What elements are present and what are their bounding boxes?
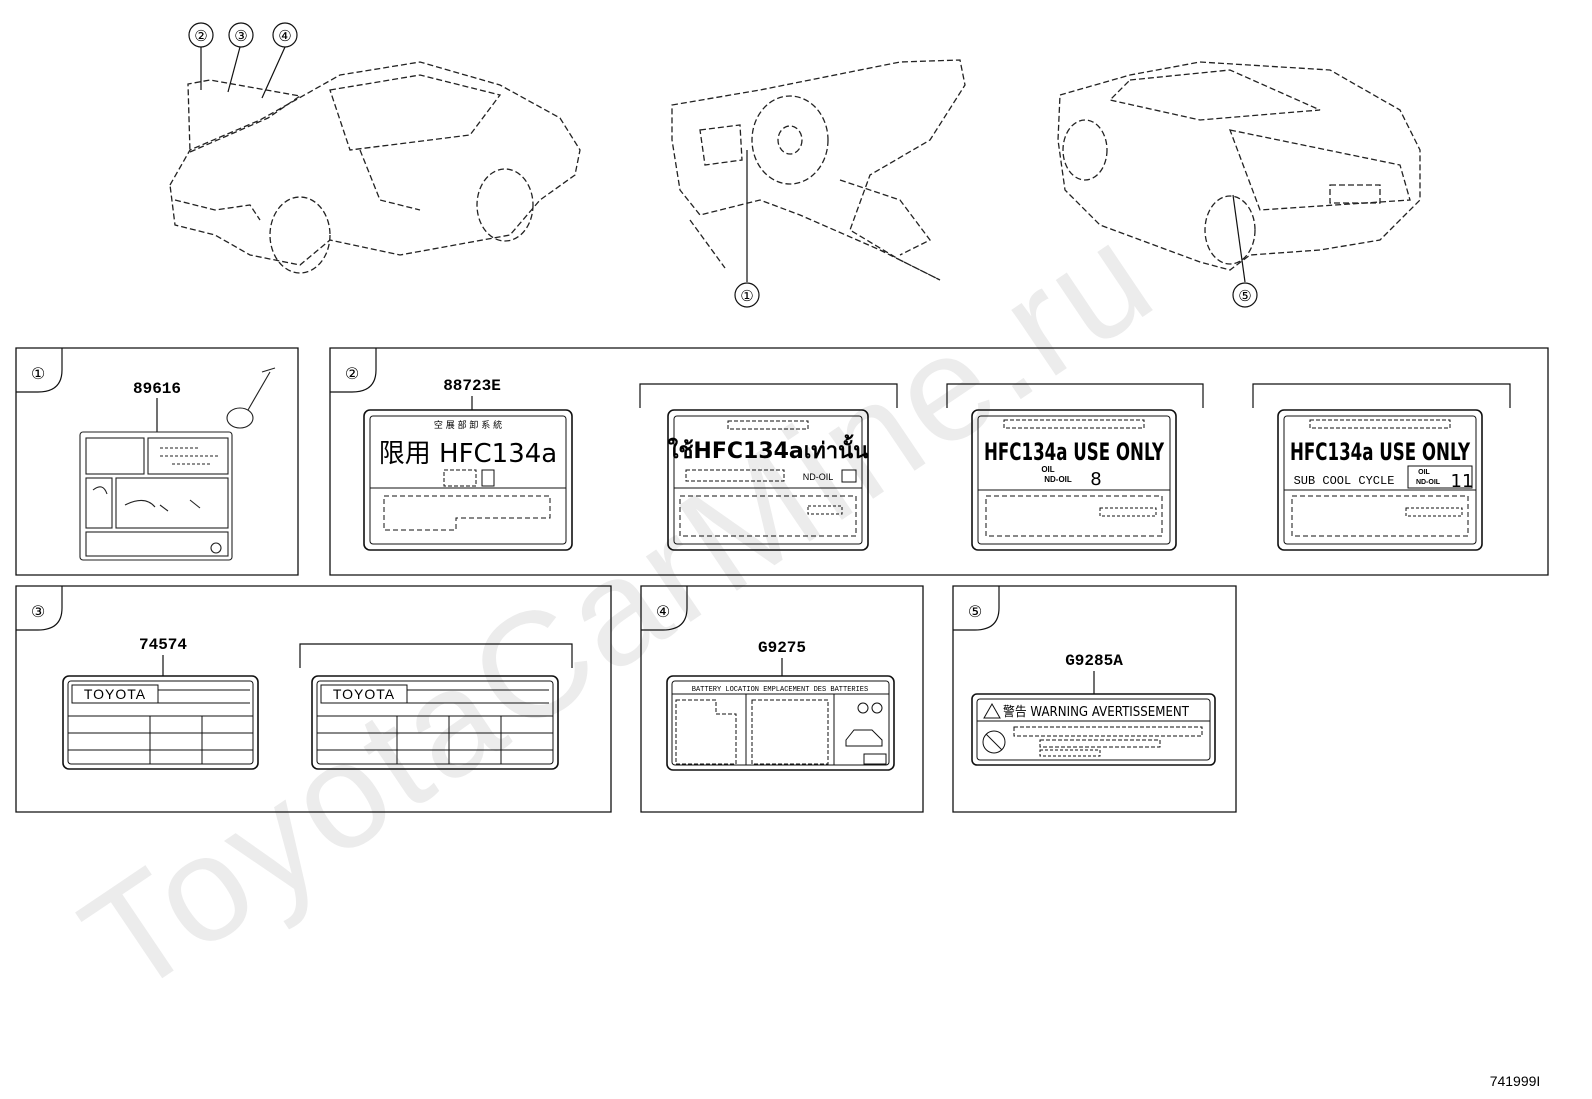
label-74574-b [311,675,559,770]
label-d-cycle-text: SUB COOL CYCLE [1294,474,1395,488]
callout-4-marker: ④ [272,22,298,48]
callout-leader-car-rear [1232,194,1246,283]
panel-1-index: ① [31,364,45,383]
panel-2: ② 88723E 空 展 部 卸 系 統 限用 HFC134a ใช้HFC13… [329,347,1549,576]
panel-5-index: ⑤ [968,602,982,621]
part-number-89616: 89616 [133,380,181,398]
label-a-main-text: 限用 HFC134a [379,439,557,469]
panel-3: ③ 74574 TOYOTA TOYOTA [15,585,612,813]
label-c-oil-number: 8 [1090,469,1101,490]
label-c-ndoil-text: ND-OIL [1044,475,1072,484]
label-74574-a [62,675,259,770]
part-number-88723E: 88723E [443,377,501,395]
label-d-oil-number: 11 [1451,471,1474,492]
part-number-G9285A: G9285A [1065,652,1123,670]
panel-2-index: ② [345,364,359,383]
callout-3-label: ③ [234,27,247,45]
callout-5-marker: ⑤ [1232,282,1258,308]
callout-leaders-car-front [200,46,286,99]
bracket-lines [639,383,1511,408]
part-number-G9275: G9275 [758,639,806,657]
panel-3-index: ③ [31,602,45,621]
callout-3-marker: ③ [228,22,254,48]
label-c-oil-text: OIL [1041,465,1054,474]
label-hfc134a-oil-8: HFC134a USE ONLY OIL ND-OIL 8 [971,409,1177,551]
label-hfc134a-subcool-11: HFC134a USE ONLY SUB COOL CYCLE OIL ND-O… [1277,409,1483,551]
label-88723E: 空 展 部 卸 系 統 限用 HFC134a [363,409,573,551]
label-c-main-text: HFC134a USE ONLY [984,438,1164,466]
top-callouts: ② ③ ④ ① ⑤ [188,22,1258,308]
label-g9275-drawing [666,675,895,771]
car-rear-view-illustration [1057,61,1421,271]
dashboard-interior-illustration [671,59,966,281]
label-a-top-text: 空 展 部 卸 系 統 [434,419,502,431]
label-d-main-text: HFC134a USE ONLY [1290,438,1470,466]
part-number-74574: 74574 [139,636,187,654]
tag-string-illustration [226,367,276,429]
panel-4: ④ G9275 BATTERY LOCATION EMPLACEMENT DES… [640,585,924,813]
battery-location-header: BATTERY LOCATION EMPLACEMENT DES BATTERI… [692,686,868,694]
label-g9285a-drawing [971,693,1216,766]
panel-4-index: ④ [656,602,670,621]
callout-1-marker: ① [734,282,760,308]
callout-2-marker: ② [188,22,214,48]
label-hfc134a-thai: ใช้HFC134aเท่านั้น ND-OIL [667,409,869,551]
callout-1-label: ① [740,287,753,305]
label-b-sub-text: ND-OIL [803,472,834,482]
diagram-id: 741999I [1490,1073,1541,1089]
callout-5-label: ⑤ [1238,287,1251,305]
label-89616-drawing [79,431,233,561]
label-d-oil-text: OIL [1418,469,1430,476]
toyota-brand-text-a: TOYOTA [84,686,146,702]
warning-text: 警告 WARNING AVERTISSEMENT [1003,704,1189,720]
label-b-main-text: ใช้HFC134aเท่านั้น [668,434,868,464]
watermark: ToyotaCarMine.ru [54,189,1182,1026]
car-front-view-illustration [169,61,581,274]
panel-5: ⑤ G9285A 警告 WARNING AVERTISSEMENT [952,585,1237,813]
label-d-ndoil-text: ND-OIL [1416,479,1441,486]
toyota-brand-text-b: TOYOTA [333,686,395,702]
panel-1: ① 89616 [15,347,299,576]
callout-4-label: ④ [278,27,291,45]
callout-2-label: ② [194,27,207,45]
